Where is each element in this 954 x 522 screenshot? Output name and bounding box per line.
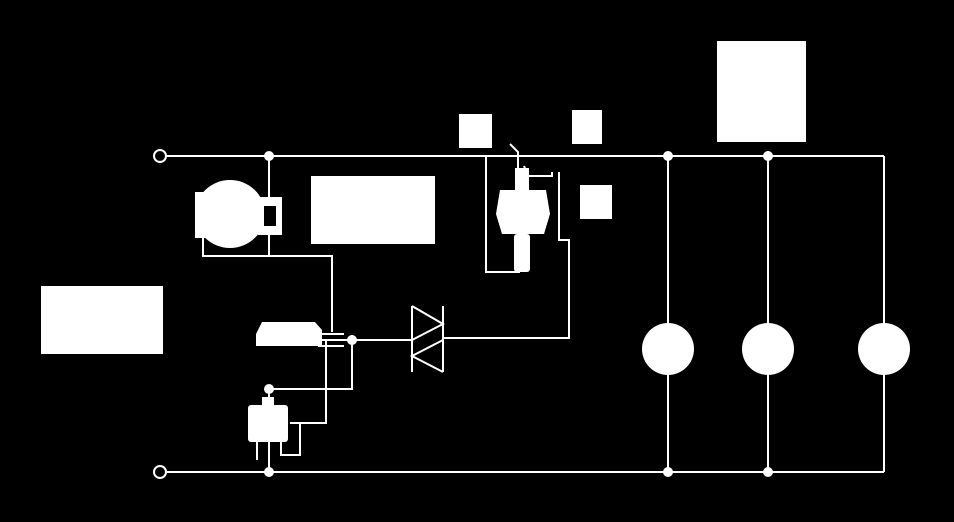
- relay-coil: [195, 180, 282, 248]
- thermal-switch-tab-left: [509, 143, 519, 172]
- loads: [642, 156, 910, 472]
- coil-feed-wire: [269, 255, 333, 332]
- label-box-small-2: [572, 110, 602, 144]
- label-box-small-3: [580, 185, 612, 219]
- transistor: [248, 389, 301, 472]
- junction-bottom-load-1: [663, 467, 673, 477]
- thermal-switch-body: [496, 190, 550, 234]
- coil-bottom-wire: [202, 230, 269, 257]
- relay-coil-core: [195, 192, 215, 238]
- junctions: [264, 151, 773, 477]
- transistor-body: [248, 405, 288, 442]
- thermal-switch-neck: [515, 168, 529, 190]
- triac: [352, 172, 570, 373]
- label-box-left: [41, 286, 163, 354]
- triac-output-wire: [443, 172, 570, 339]
- load-1-lamp: [642, 323, 694, 375]
- junction-top-load-1: [663, 151, 673, 161]
- left-branch: [195, 156, 357, 472]
- thermal-switch: [485, 143, 553, 273]
- control-module: [256, 322, 344, 347]
- module-output-wire: [290, 340, 327, 424]
- junction-bottom-load-2: [763, 467, 773, 477]
- thermal-switch-stem: [514, 234, 530, 272]
- transistor-tab: [262, 397, 274, 407]
- terminal-top: [153, 149, 167, 163]
- control-module-pins: [318, 333, 344, 347]
- triac-triangles: [409, 305, 446, 373]
- control-module-body: [256, 322, 322, 346]
- node-down-wire: [269, 340, 353, 390]
- label-box-small-1: [459, 114, 492, 148]
- terminal-bottom: [153, 465, 167, 479]
- junction-top-left: [264, 151, 274, 161]
- thermal-switch-lead: [485, 156, 520, 273]
- junction-transistor: [264, 384, 274, 394]
- label-boxes: [41, 41, 806, 354]
- label-box-top-right: [717, 41, 806, 142]
- relay-coil-cap-slot: [264, 206, 276, 226]
- load-3-lamp: [858, 323, 910, 375]
- label-box-relay: [311, 176, 435, 244]
- junction-top-load-2: [763, 151, 773, 161]
- junction-bottom-left: [264, 467, 274, 477]
- load-2-lamp: [742, 323, 794, 375]
